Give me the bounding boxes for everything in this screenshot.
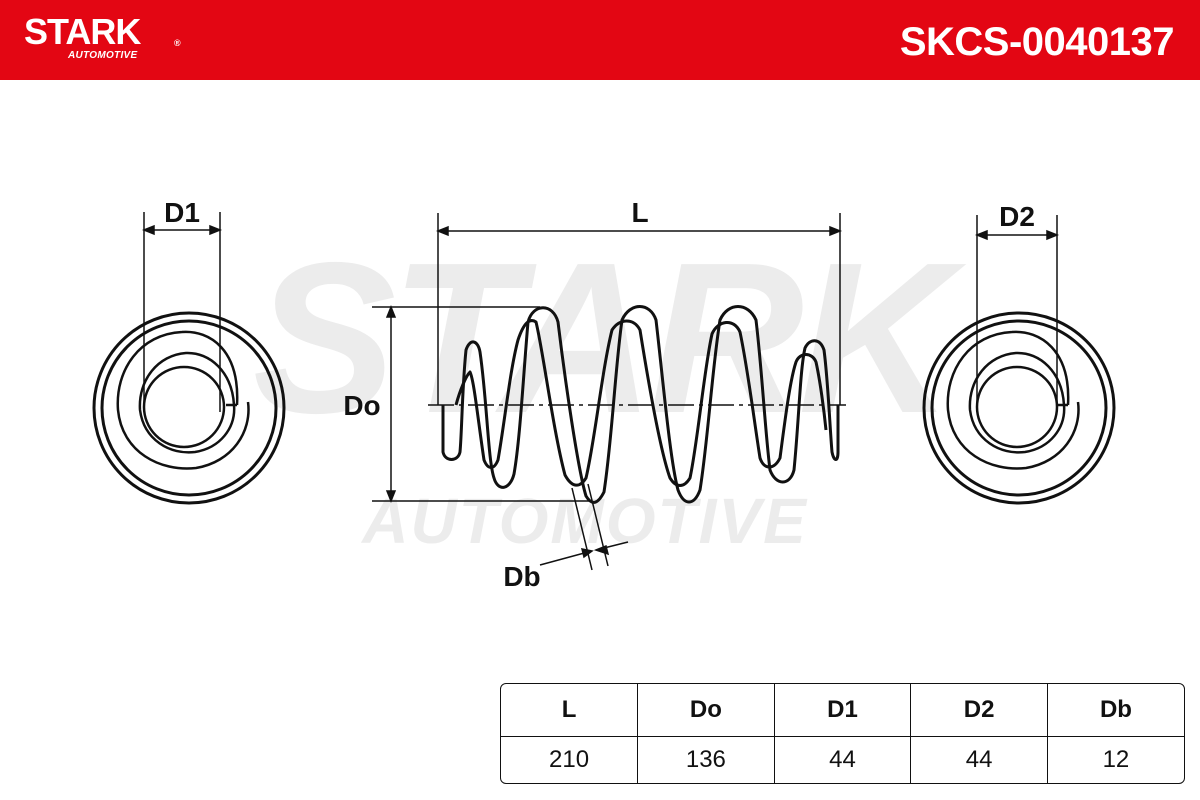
registered-icon: ® xyxy=(174,38,181,48)
svg-text:AUTOMOTIVE: AUTOMOTIVE xyxy=(360,485,808,557)
header-bar: STARK AUTOMOTIVE ® SKCS-0040137 xyxy=(0,0,1200,80)
spring-side-view xyxy=(428,305,846,504)
part-number: SKCS-0040137 xyxy=(899,20,1175,64)
spec-header-row: L Do D1 D2 Db xyxy=(501,684,1184,737)
header-do: Do xyxy=(637,684,775,737)
l-label: L xyxy=(631,197,648,228)
brand-name: STARK xyxy=(24,11,141,52)
header-l: L xyxy=(501,684,638,737)
db-dimension xyxy=(539,483,629,571)
l-dimension xyxy=(435,213,843,405)
value-db: 12 xyxy=(1046,736,1184,783)
value-do: 136 xyxy=(637,736,775,783)
d2-label: D2 xyxy=(999,201,1035,232)
spec-table: L Do D1 D2 Db 210 136 44 44 12 xyxy=(500,683,1185,784)
header-db: Db xyxy=(1046,684,1184,737)
value-d2: 44 xyxy=(910,736,1048,783)
value-d1: 44 xyxy=(773,736,911,783)
d1-dimension xyxy=(141,212,223,412)
header-d1: D1 xyxy=(773,684,911,737)
header-d2: D2 xyxy=(910,684,1048,737)
d2-dimension xyxy=(974,215,1060,412)
spec-value-row: 210 136 44 44 12 xyxy=(501,736,1184,783)
do-dimension xyxy=(372,304,590,504)
value-l: 210 xyxy=(549,746,590,773)
do-label: Do xyxy=(343,390,380,421)
db-label: Db xyxy=(503,561,540,592)
right-end-view xyxy=(922,311,1116,505)
brand-subtitle: AUTOMOTIVE xyxy=(68,50,138,61)
watermark-logo: STARK AUTOMOTIVE xyxy=(253,217,973,557)
d1-label: D1 xyxy=(164,197,200,228)
brand-logo: STARK AUTOMOTIVE ® xyxy=(24,11,181,61)
